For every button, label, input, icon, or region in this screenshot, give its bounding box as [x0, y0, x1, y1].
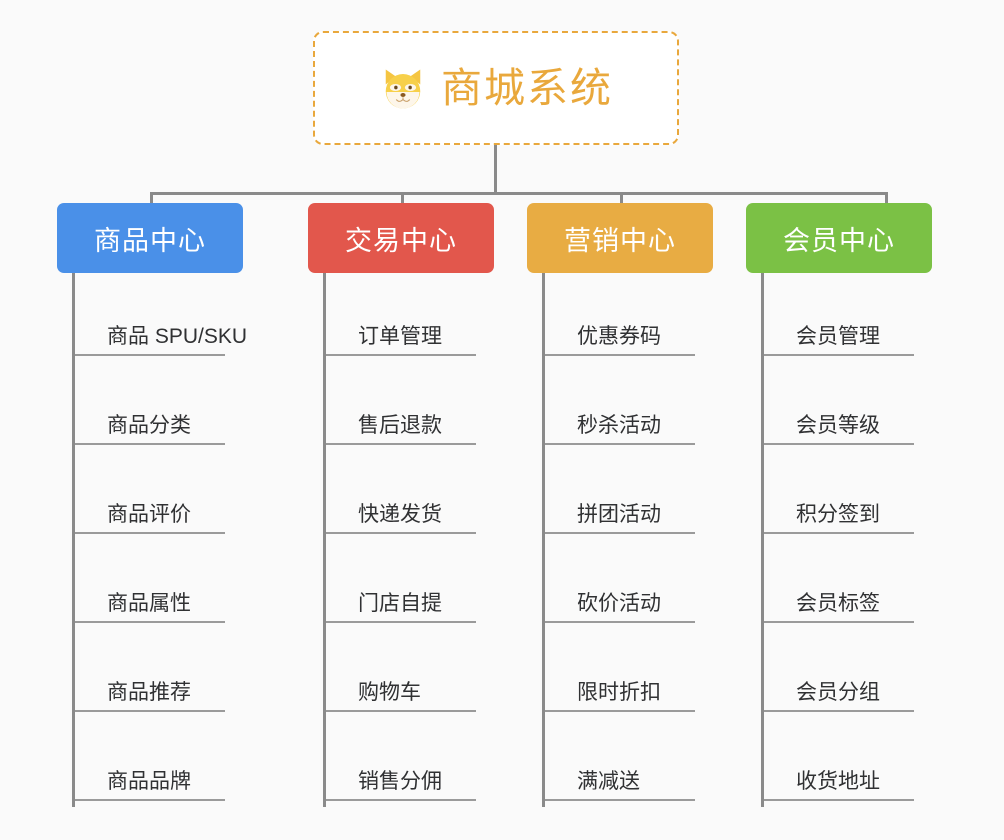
list-item[interactable]: 商品推荐 [75, 629, 257, 718]
leaf-list-marketing: 优惠券码 秒杀活动 拼团活动 砍价活动 限时折扣 满减送 [542, 273, 727, 807]
leaf-label: 商品 SPU/SKU [75, 324, 247, 356]
shiba-dog-face-icon [379, 65, 427, 113]
category-header-label: 商品中心 [94, 225, 206, 256]
leaf-label: 门店自提 [326, 591, 476, 623]
leaf-list-product: 商品 SPU/SKU 商品分类 商品评价 商品属性 商品推荐 商品品牌 [72, 273, 257, 807]
list-item[interactable]: 会员管理 [764, 273, 946, 362]
leaf-label: 售后退款 [326, 413, 476, 445]
category-column-marketing: 营销中心 优惠券码 秒杀活动 拼团活动 砍价活动 限时折扣 满减送 [527, 203, 727, 807]
leaf-label: 收货地址 [764, 769, 914, 801]
list-item[interactable]: 积分签到 [764, 451, 946, 540]
leaf-label: 商品推荐 [75, 680, 225, 712]
leaf-label: 商品分类 [75, 413, 225, 445]
leaf-list-member: 会员管理 会员等级 积分签到 会员标签 会员分组 收货地址 [761, 273, 946, 807]
leaf-label: 优惠券码 [545, 324, 695, 356]
leaf-label: 会员管理 [764, 324, 914, 356]
list-item[interactable]: 会员标签 [764, 540, 946, 629]
list-item[interactable]: 快递发货 [326, 451, 508, 540]
list-item[interactable]: 限时折扣 [545, 629, 727, 718]
list-item[interactable]: 会员等级 [764, 362, 946, 451]
list-item[interactable]: 商品 SPU/SKU [75, 273, 257, 362]
category-header-marketing[interactable]: 营销中心 [527, 203, 713, 273]
leaf-label: 会员分组 [764, 680, 914, 712]
category-header-label: 交易中心 [345, 225, 457, 256]
list-item[interactable]: 优惠券码 [545, 273, 727, 362]
list-item[interactable]: 秒杀活动 [545, 362, 727, 451]
list-item[interactable]: 商品品牌 [75, 718, 257, 807]
category-header-product[interactable]: 商品中心 [57, 203, 243, 273]
connector-drop-4 [885, 192, 888, 206]
leaf-label: 订单管理 [326, 324, 476, 356]
category-column-product: 商品中心 商品 SPU/SKU 商品分类 商品评价 商品属性 商品推荐 商品品牌 [57, 203, 257, 807]
list-item[interactable]: 商品分类 [75, 362, 257, 451]
list-item[interactable]: 售后退款 [326, 362, 508, 451]
connector-drop-3 [620, 192, 623, 206]
root-node[interactable]: 商城系统 [313, 31, 679, 145]
root-node-label: 商城系统 [441, 64, 613, 111]
leaf-label: 满减送 [545, 769, 695, 801]
leaf-label: 商品品牌 [75, 769, 225, 801]
leaf-list-trade: 订单管理 售后退款 快递发货 门店自提 购物车 销售分佣 [323, 273, 508, 807]
list-item[interactable]: 购物车 [326, 629, 508, 718]
leaf-label: 购物车 [326, 680, 476, 712]
leaf-label: 会员标签 [764, 591, 914, 623]
leaf-label: 商品属性 [75, 591, 225, 623]
leaf-label: 拼团活动 [545, 502, 695, 534]
leaf-label: 秒杀活动 [545, 413, 695, 445]
category-header-label: 会员中心 [783, 225, 895, 256]
leaf-label: 商品评价 [75, 502, 225, 534]
leaf-label: 积分签到 [764, 502, 914, 534]
list-item[interactable]: 订单管理 [326, 273, 508, 362]
connector-drop-1 [150, 192, 153, 206]
list-item[interactable]: 商品评价 [75, 451, 257, 540]
leaf-label: 快递发货 [326, 502, 476, 534]
connector-drop-2 [401, 192, 404, 206]
list-item[interactable]: 销售分佣 [326, 718, 508, 807]
category-header-member[interactable]: 会员中心 [746, 203, 932, 273]
category-header-label: 营销中心 [564, 225, 676, 256]
connector-root-stem [494, 145, 497, 195]
category-header-trade[interactable]: 交易中心 [308, 203, 494, 273]
category-column-trade: 交易中心 订单管理 售后退款 快递发货 门店自提 购物车 销售分佣 [308, 203, 508, 807]
list-item[interactable]: 收货地址 [764, 718, 946, 807]
list-item[interactable]: 商品属性 [75, 540, 257, 629]
leaf-label: 销售分佣 [326, 769, 476, 801]
category-column-member: 会员中心 会员管理 会员等级 积分签到 会员标签 会员分组 收货地址 [746, 203, 946, 807]
list-item[interactable]: 满减送 [545, 718, 727, 807]
leaf-label: 会员等级 [764, 413, 914, 445]
list-item[interactable]: 门店自提 [326, 540, 508, 629]
list-item[interactable]: 砍价活动 [545, 540, 727, 629]
leaf-label: 砍价活动 [545, 591, 695, 623]
list-item[interactable]: 拼团活动 [545, 451, 727, 540]
connector-horizontal-bus [150, 192, 888, 195]
leaf-label: 限时折扣 [545, 680, 695, 712]
list-item[interactable]: 会员分组 [764, 629, 946, 718]
